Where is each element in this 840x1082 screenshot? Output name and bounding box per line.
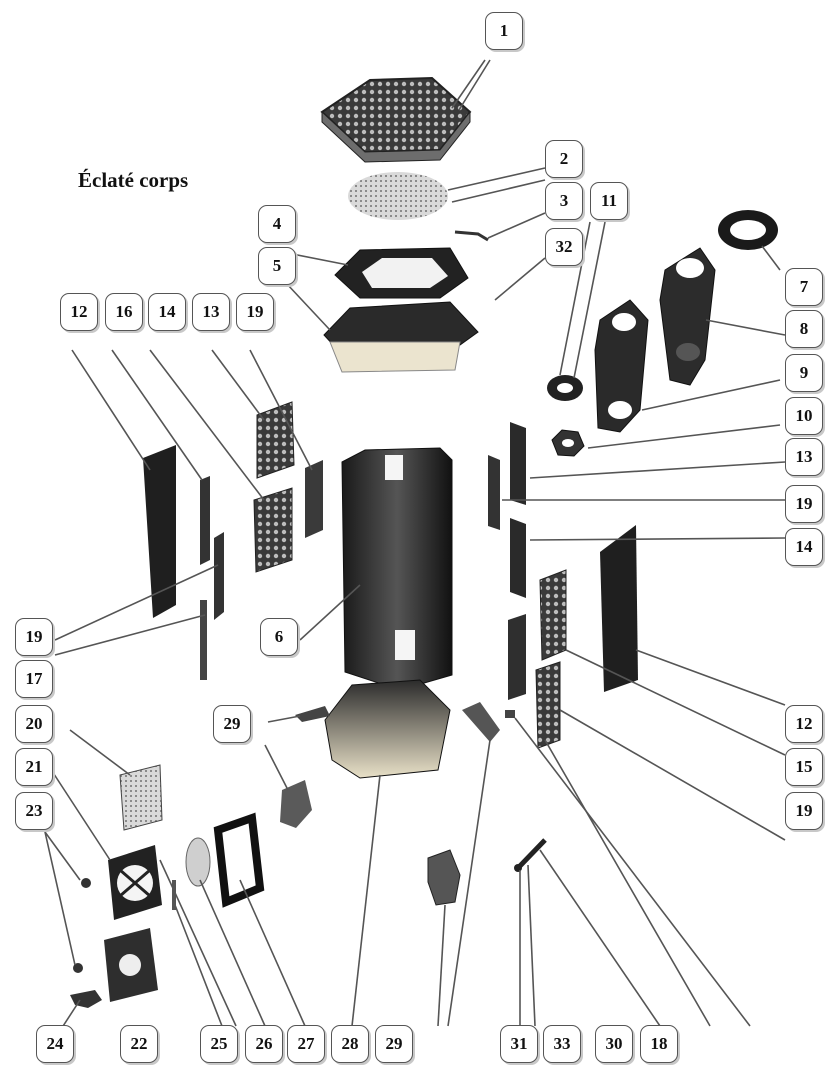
part-29-bracket-left-upper <box>295 706 330 722</box>
part-29-bracket-left-lower <box>280 780 312 828</box>
part-29-bracket-right <box>462 702 500 742</box>
part-3-small-clip <box>454 230 489 242</box>
callout-15: 15 <box>785 748 823 786</box>
part-30-31-33-pins <box>514 838 547 872</box>
part-25-thin-part <box>172 880 176 910</box>
part-7-ring <box>718 210 778 250</box>
callout-25: 25 <box>200 1025 238 1063</box>
callout-19-right-2: 19 <box>785 792 823 830</box>
callout-21: 21 <box>15 748 53 786</box>
callout-13-right: 13 <box>785 438 823 476</box>
callout-22: 22 <box>120 1025 158 1063</box>
callout-16: 16 <box>105 293 143 331</box>
callout-19-right-1: 19 <box>785 485 823 523</box>
part-11-washer <box>547 375 583 401</box>
callout-8: 8 <box>785 310 823 348</box>
callout-23: 23 <box>15 792 53 830</box>
callout-24: 24 <box>36 1025 74 1063</box>
callout-5: 5 <box>258 247 296 285</box>
part-15-grille-right <box>539 569 567 661</box>
part-10-nut <box>551 429 585 457</box>
callout-29-bottom: 29 <box>375 1025 413 1063</box>
part-14-right-panel <box>510 518 526 598</box>
part-28-base <box>324 679 451 779</box>
callout-13-left: 13 <box>192 293 230 331</box>
callout-1: 1 <box>485 12 523 50</box>
part-12-right-panel <box>600 525 638 692</box>
part-27-gasket <box>213 812 265 908</box>
callout-17: 17 <box>15 660 53 698</box>
part-12-left-panel <box>143 445 176 618</box>
part-17-rod <box>200 600 207 680</box>
part-24-clip <box>70 990 102 1008</box>
part-1-top-cover <box>320 76 472 163</box>
callout-28: 28 <box>331 1025 369 1063</box>
part-9-bracket <box>594 299 649 433</box>
callout-32: 32 <box>545 228 583 266</box>
callout-20: 20 <box>15 705 53 743</box>
callout-7: 7 <box>785 268 823 306</box>
callout-12-left: 12 <box>60 293 98 331</box>
part-29-bottom-fitting <box>427 849 461 906</box>
part-19-lower-right-plate <box>508 614 526 700</box>
callout-9: 9 <box>785 354 823 392</box>
callout-11: 11 <box>590 182 628 220</box>
callout-27: 27 <box>287 1025 325 1063</box>
part-5-collar <box>323 301 479 373</box>
diagram-title: Éclaté corps <box>78 168 189 192</box>
part-19-small-plate <box>305 460 323 538</box>
part-23-screws <box>73 878 91 973</box>
callout-10: 10 <box>785 397 823 435</box>
part-19-lower-right-grille <box>535 661 561 749</box>
callout-19-mid-left: 19 <box>15 618 53 656</box>
callout-14-left: 14 <box>148 293 186 331</box>
callout-6: 6 <box>260 618 298 656</box>
part-2-mesh-disc <box>348 172 448 220</box>
part-8-manifold <box>659 247 716 386</box>
callout-14-right: 14 <box>785 528 823 566</box>
part-22-fan-plate <box>104 928 158 1002</box>
callout-19-left: 19 <box>236 293 274 331</box>
callout-2: 2 <box>545 140 583 178</box>
callout-29-top: 29 <box>213 705 251 743</box>
part-13-right-panel <box>510 422 526 505</box>
part-26-seal <box>185 837 211 887</box>
part-19-right-strip <box>488 455 500 530</box>
leader-lines <box>44 59 786 1041</box>
part-18-small-part <box>505 710 515 718</box>
callout-18: 18 <box>640 1025 678 1063</box>
part-21-fan-frame <box>108 845 162 920</box>
part-13-grille-upper-left <box>256 401 295 479</box>
part-4-top-ring <box>334 247 469 299</box>
callout-3: 3 <box>545 182 583 220</box>
callout-31: 31 <box>500 1025 538 1063</box>
callout-4: 4 <box>258 205 296 243</box>
callout-26: 26 <box>245 1025 283 1063</box>
callout-12-right: 12 <box>785 705 823 743</box>
callout-30: 30 <box>595 1025 633 1063</box>
part-19-left-strip <box>214 532 224 620</box>
part-20-filter <box>119 764 163 831</box>
part-6-body-cylinder <box>341 447 453 691</box>
callout-33: 33 <box>543 1025 581 1063</box>
part-16-left-strip <box>200 476 210 565</box>
part-14-grille-lower-left <box>253 487 293 573</box>
